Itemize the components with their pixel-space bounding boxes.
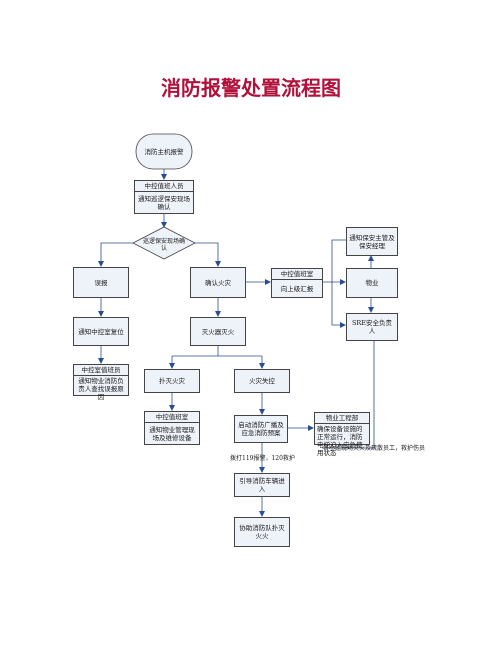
- false-alarm-node: 误报: [73, 267, 129, 298]
- start-node-label: 消防主机报警: [144, 147, 184, 156]
- duty-body: 通知物业管理现场及维修设备: [149, 425, 195, 442]
- notify-security-node: 通知保安主管及保安经理: [346, 227, 398, 256]
- decision-label: 巡逻保安现场确认: [142, 238, 185, 252]
- broadcast-node: 启动消防广播及应急消防预案: [234, 415, 288, 443]
- control-header: 中控室值班员: [74, 365, 128, 376]
- small-fire-node: 扑灭火灾: [144, 369, 200, 393]
- confirm-fire-node: 确认火灾: [190, 267, 246, 298]
- reset-host-label: 通知中控室复位: [78, 327, 124, 336]
- sre-node: SRE安全负责人: [346, 313, 398, 341]
- assist-label: 协助消防队扑灭火火: [239, 524, 285, 540]
- center-node: 中控值班室 向上级汇报: [271, 268, 323, 298]
- big-fire-node: 火灾失控: [234, 369, 290, 393]
- start-node: 消防主机报警: [136, 134, 192, 169]
- big-fire-label: 火灾失控: [249, 377, 275, 385]
- small-fire-label: 扑灭火灾: [159, 377, 185, 385]
- sre-label: SRE安全负责人: [351, 319, 393, 335]
- patrol-header: 中控值班人员: [135, 181, 193, 192]
- control-body: 通知物业消防负责人查找误报原因: [78, 377, 124, 401]
- center-body: 向上级汇报: [280, 284, 314, 293]
- evacuate-label: 各小组现场灭火及疏散员工，救护伤员: [323, 445, 426, 452]
- center-header: 中控值班室: [272, 269, 322, 280]
- property-label: 物业: [365, 279, 379, 287]
- patrol-node: 中控值班人员 通知巡逻保安现场确认: [134, 180, 194, 214]
- works-node: 物业工程部 确保设备设施的正常运行，消防电梯迫入应急使用状态: [314, 412, 370, 457]
- works-header: 物业工程部: [315, 413, 369, 424]
- extinguisher-node: 灭火器灭火: [190, 317, 246, 346]
- patrol-body: 通知巡逻保安现场确认: [138, 194, 190, 211]
- notify-security-label: 通知保安主管及保安经理: [349, 233, 395, 250]
- duty-header: 中控值班室: [145, 412, 199, 423]
- broadcast-label: 启动消防广播及应急消防预案: [238, 421, 284, 437]
- call-119-label: 拨打119报警，120救护: [230, 455, 295, 462]
- confirm-fire-label: 确认火灾: [205, 278, 231, 287]
- reset-host-node: 通知中控室复位: [73, 317, 129, 346]
- works-body: 确保设备设施的正常运行，消防电梯迫入应急使用状态: [317, 425, 363, 457]
- false-alarm-label: 误报: [94, 278, 108, 287]
- extinguisher-label: 灭火器灭火: [201, 327, 235, 336]
- guide-node: 引导消防车辆进入: [234, 473, 290, 497]
- control-room-node: 中控室值班员 通知物业消防负责人查找误报原因: [73, 364, 129, 401]
- page-title: 消防报警处置流程图: [161, 76, 341, 100]
- guide-label: 引导消防车辆进入: [239, 477, 285, 493]
- property-node: 物业: [346, 268, 398, 298]
- duty-room-node: 中控值班室 通知物业管理现场及维修设备: [144, 411, 200, 445]
- assist-node: 协助消防队扑灭火火: [234, 517, 290, 547]
